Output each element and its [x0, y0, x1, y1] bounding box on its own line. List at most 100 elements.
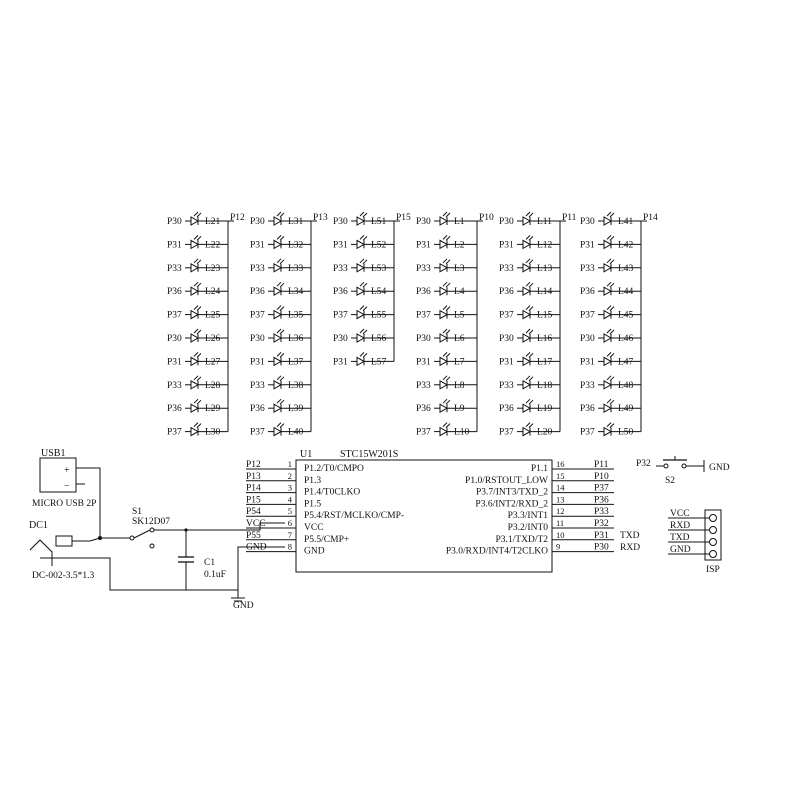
led-label: L35 — [288, 311, 304, 321]
isp-pin-circle-icon — [709, 514, 717, 522]
led-column-common-net: P10 — [479, 213, 494, 223]
led-pin-label: P33 — [250, 381, 265, 391]
led-diode-icon — [273, 239, 283, 250]
usb-desc: MICRO USB 2P — [32, 499, 96, 509]
mcu-pin-net: P31 — [594, 531, 609, 541]
led-pin-label: P30 — [333, 334, 348, 344]
mcu-pin-number: 3 — [288, 483, 292, 493]
led-pin-label: P36 — [580, 404, 595, 414]
led-diode-icon — [439, 333, 449, 343]
led-label: L55 — [371, 311, 387, 321]
led-label: L50 — [618, 428, 634, 438]
led-pin-label: P33 — [167, 264, 182, 274]
led-diode-icon — [273, 379, 283, 390]
led-label: L23 — [205, 264, 221, 274]
led-pin-label: P30 — [167, 334, 182, 344]
usb-minus: − — [64, 481, 70, 492]
cap-ref: C1 — [204, 558, 215, 568]
led-label: L13 — [537, 264, 553, 274]
led-pin-label: P31 — [416, 357, 431, 367]
led-pin-label: P36 — [250, 404, 265, 414]
led-label: L46 — [618, 334, 634, 344]
led-column-common-net: P13 — [313, 213, 328, 223]
led-pin-label: P37 — [416, 428, 431, 438]
led-label: L53 — [371, 264, 387, 274]
led-label: L29 — [205, 404, 221, 414]
mcu-pin-number: 6 — [288, 518, 292, 528]
dc-desc: DC-002-3.5*1.3 — [32, 571, 95, 581]
mcu-pin-name: P3.3/INT1 — [508, 511, 549, 521]
led-label: L44 — [618, 287, 634, 297]
gnd-label: GND — [233, 601, 254, 611]
led-label: L34 — [288, 287, 304, 297]
mcu-pin-number: 10 — [556, 530, 565, 540]
mcu-pin-net: P32 — [594, 519, 609, 529]
led-pin-label: P36 — [333, 287, 348, 297]
led-diode-icon — [439, 216, 449, 226]
led-pin-label: P30 — [499, 217, 514, 227]
led-diode-icon — [190, 239, 200, 250]
led-label: L3 — [454, 264, 465, 274]
led-pin-label: P33 — [333, 264, 348, 274]
led-diode-icon — [356, 286, 366, 297]
led-diode-icon — [603, 262, 613, 273]
led-pin-label: P36 — [499, 287, 514, 297]
led-diode-icon — [439, 356, 449, 367]
led-diode-icon — [603, 333, 613, 343]
led-pin-label: P33 — [499, 264, 514, 274]
led-column-common-net: P12 — [230, 213, 245, 223]
led-diode-icon — [190, 379, 200, 390]
mcu-pin-number: 4 — [288, 494, 293, 504]
led-label: L25 — [205, 311, 221, 321]
led-pin-label: P31 — [580, 357, 595, 367]
led-diode-icon — [439, 426, 449, 437]
led-pin-label: P30 — [416, 334, 431, 344]
led-diode-icon — [522, 426, 532, 437]
mcu-pin-number: 1 — [288, 459, 292, 469]
led-label: L1 — [454, 217, 465, 227]
mcu-pin-name: P1.4/T0CLKO — [304, 488, 360, 498]
mcu-pin-net: P13 — [246, 472, 261, 482]
s2-net: P32 — [636, 459, 651, 469]
usb-plus: + — [64, 465, 70, 476]
led-pin-label: P33 — [250, 264, 265, 274]
led-pin-label: P31 — [167, 240, 182, 250]
led-label: L56 — [371, 334, 387, 344]
led-diode-icon — [190, 426, 200, 437]
led-pin-label: P36 — [167, 287, 182, 297]
led-label: L40 — [288, 428, 304, 438]
led-label: L14 — [537, 287, 553, 297]
led-pin-label: P30 — [499, 334, 514, 344]
led-label: L31 — [288, 217, 304, 227]
led-pin-label: P33 — [416, 264, 431, 274]
led-pin-label: P37 — [499, 428, 514, 438]
led-diode-icon — [356, 239, 366, 250]
